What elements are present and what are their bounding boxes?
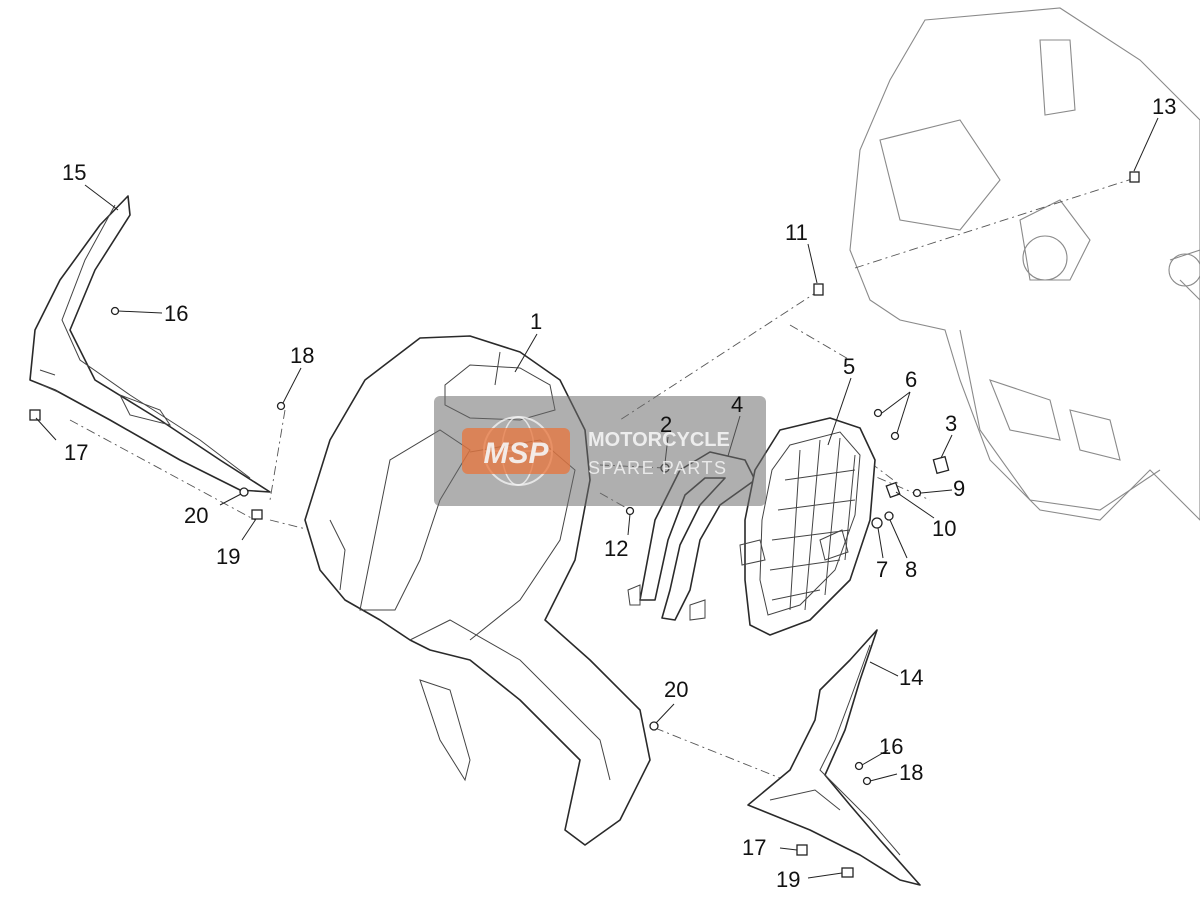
callout-14: 14 [899,665,923,690]
callout-17a: 17 [64,440,88,465]
clip-part-3 [932,455,950,475]
callout-2: 2 [660,412,672,437]
callout-18a: 18 [290,343,314,368]
callout-19b: 19 [776,867,800,892]
screw-part-18a [276,401,286,411]
screw-part-6a [873,408,883,418]
clip-part-19a [251,509,263,520]
callout-20a: 20 [184,503,208,528]
screw-part-16b [854,761,864,771]
clip-part-17b [796,844,808,856]
scooter-frame-outline [849,7,1200,521]
washer-part-7 [871,517,883,529]
callout-9: 9 [953,476,965,501]
screw-part-9 [912,488,922,498]
callout-4: 4 [731,392,743,417]
watermark-logo: MSP [483,437,549,470]
callout-13: 13 [1152,94,1176,119]
watermark-logo-badge [462,428,570,474]
callout-3: 3 [945,411,957,436]
watermark: MSP MOTORCYCLE SPARE PARTS [434,396,766,506]
watermark-line2: SPARE PARTS [588,458,728,478]
callout-20b: 20 [664,677,688,702]
callout-7: 7 [876,557,888,582]
callout-15: 15 [62,160,86,185]
grille-part-5 [739,417,876,636]
grille-mesh [769,437,856,611]
right-spoiler-part-14 [747,629,921,886]
callout-1: 1 [530,309,542,334]
callout-10: 10 [932,516,956,541]
watermark-line1: MOTORCYCLE [588,429,730,451]
clip-part-10 [885,481,901,499]
callout-11: 11 [785,220,808,245]
callout-16a: 16 [164,301,188,326]
callout-labels: 1 2 3 4 5 6 7 8 9 10 11 12 13 14 15 16 1… [62,94,1176,892]
callout-18b: 18 [899,760,923,785]
callout-6: 6 [905,367,917,392]
callout-16b: 16 [879,734,903,759]
nut-part-8 [884,511,894,521]
callout-8: 8 [905,557,917,582]
callout-12: 12 [604,536,628,561]
clip-part-11 [813,283,824,296]
clip-part-19b [841,867,854,878]
clip-part-13 [1129,171,1140,183]
screw-part-6b [890,431,900,441]
clip-part-20a [239,487,249,497]
callout-5: 5 [843,354,855,379]
screw-part-18b [862,776,872,786]
clip-part-20b [649,721,659,731]
callout-17b: 17 [742,835,766,860]
callout-19a: 19 [216,544,240,569]
clip-part-17a [29,409,41,421]
screw-part-12 [625,506,635,516]
screw-part-16a [110,306,120,316]
watermark-panel [434,396,766,506]
